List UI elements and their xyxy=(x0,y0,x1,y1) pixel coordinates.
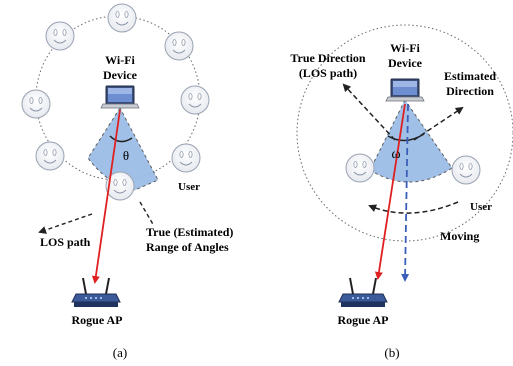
estimated-direction-label: Direction xyxy=(446,84,494,98)
device-label: Wi-Fi xyxy=(105,53,135,67)
los-arrow xyxy=(374,103,406,280)
caption: (b) xyxy=(384,345,399,360)
estimated-direction-line xyxy=(413,106,464,141)
ap-label: Rogue AP xyxy=(338,313,389,327)
ap-label: Rogue AP xyxy=(72,313,123,327)
range-label: Range of Angles xyxy=(146,240,229,254)
angle-range-sector xyxy=(369,99,453,183)
user-label: User xyxy=(470,201,492,213)
angle-symbol: ω xyxy=(391,147,400,162)
user-smiley-icon xyxy=(164,31,194,61)
los-leader xyxy=(38,213,93,234)
range-leader xyxy=(139,201,155,227)
los-label: LOS path xyxy=(40,235,91,249)
true-direction-label: (LOS path) xyxy=(299,66,357,80)
device-label: Device xyxy=(388,56,423,70)
user-smiley-icon xyxy=(45,21,75,51)
caption: (a) xyxy=(113,345,127,360)
laptop-icon xyxy=(385,78,425,102)
device-label: Wi-Fi xyxy=(390,41,420,55)
range-label: True (Estimated) xyxy=(146,225,233,239)
user-smiley-icon xyxy=(345,153,375,183)
estimated-arrow xyxy=(401,103,410,282)
angle-symbol: θ xyxy=(123,148,129,163)
los-arrow xyxy=(91,109,121,284)
estimated-direction-label: Estimated xyxy=(444,69,496,83)
panel-b: Wi-Fi Device True Direction (LOS path) E… xyxy=(290,24,513,360)
device-label: Device xyxy=(103,68,138,82)
angle-arc xyxy=(109,135,133,143)
user-smiley-icon xyxy=(107,3,137,33)
user-smiley-icon xyxy=(21,89,51,119)
user-smiley-icon xyxy=(35,141,65,171)
user-smiley-icon xyxy=(171,143,201,173)
user-smiley-icon xyxy=(451,155,481,185)
true-direction-line xyxy=(342,83,396,141)
angle-range-sector xyxy=(87,107,159,191)
moving-label: Moving xyxy=(440,229,479,243)
laptop-icon xyxy=(100,85,140,109)
panel-a: Wi-Fi Device θ User LOS path True (Estim… xyxy=(21,3,233,360)
user-label: User xyxy=(178,181,200,193)
router-icon xyxy=(71,277,121,308)
true-direction-label: True Direction xyxy=(290,51,366,65)
router-icon xyxy=(338,277,388,308)
moving-arrow xyxy=(368,201,459,214)
user-smiley-icon xyxy=(180,85,210,115)
